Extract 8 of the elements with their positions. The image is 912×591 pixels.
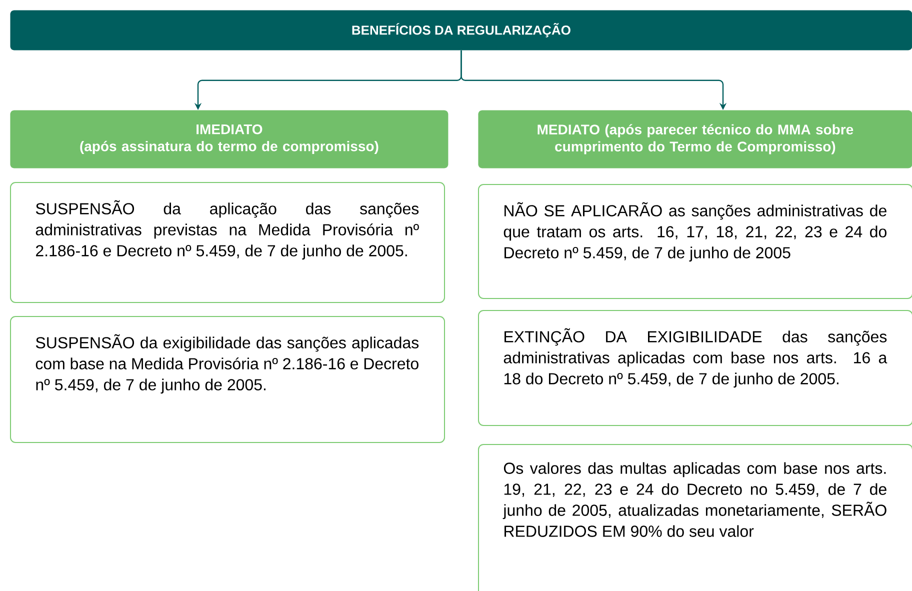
text-box: NÃO SE APLICARÃO as sanções administrativas de que tratam os arts. 16, 17, 18, 21, 22, 23 e 24 do Decreto nº 5.459, de 7 de junho de 2005: [478, 184, 912, 299]
text-box: SUSPENSÃO da aplicação das sanções administrativas previstas na Medida Provisória nº 2.186-16 e Decreto nº 5.459, de 7 de junho de 2005.: [10, 182, 445, 303]
text-box: SUSPENSÃO da exigibilidade das sanções aplicadas com base na Medida Provisória nº 2.186-16 e Decreto nº 5.459, de 7 de junho de 2005.: [10, 316, 445, 443]
text-box: Os valores das multas aplicadas com base nos arts. 19, 21, 22, 23 e 24 do Decreto no 5.459, de 7 de junho de 2005, atualizadas monetariamente, SERÃO REDUZIDOS EM 90% do seu valor: [478, 444, 912, 591]
category-header: IMEDIATO (após assinatura do termo de compromisso): [10, 110, 448, 168]
category-header: MEDIATO (após parecer técnico do MMA sobre cumprimento do Termo de Compromisso): [478, 110, 912, 168]
text-box: EXTINÇÃO DA EXIGIBILIDADE das sanções administrativas aplicadas com base nos arts. 16 a 18 do Decreto nº 5.459, de 7 de junho de 2005.: [478, 310, 912, 426]
title-banner: BENEFÍCIOS DA REGULARIZAÇÃO: [10, 10, 912, 50]
